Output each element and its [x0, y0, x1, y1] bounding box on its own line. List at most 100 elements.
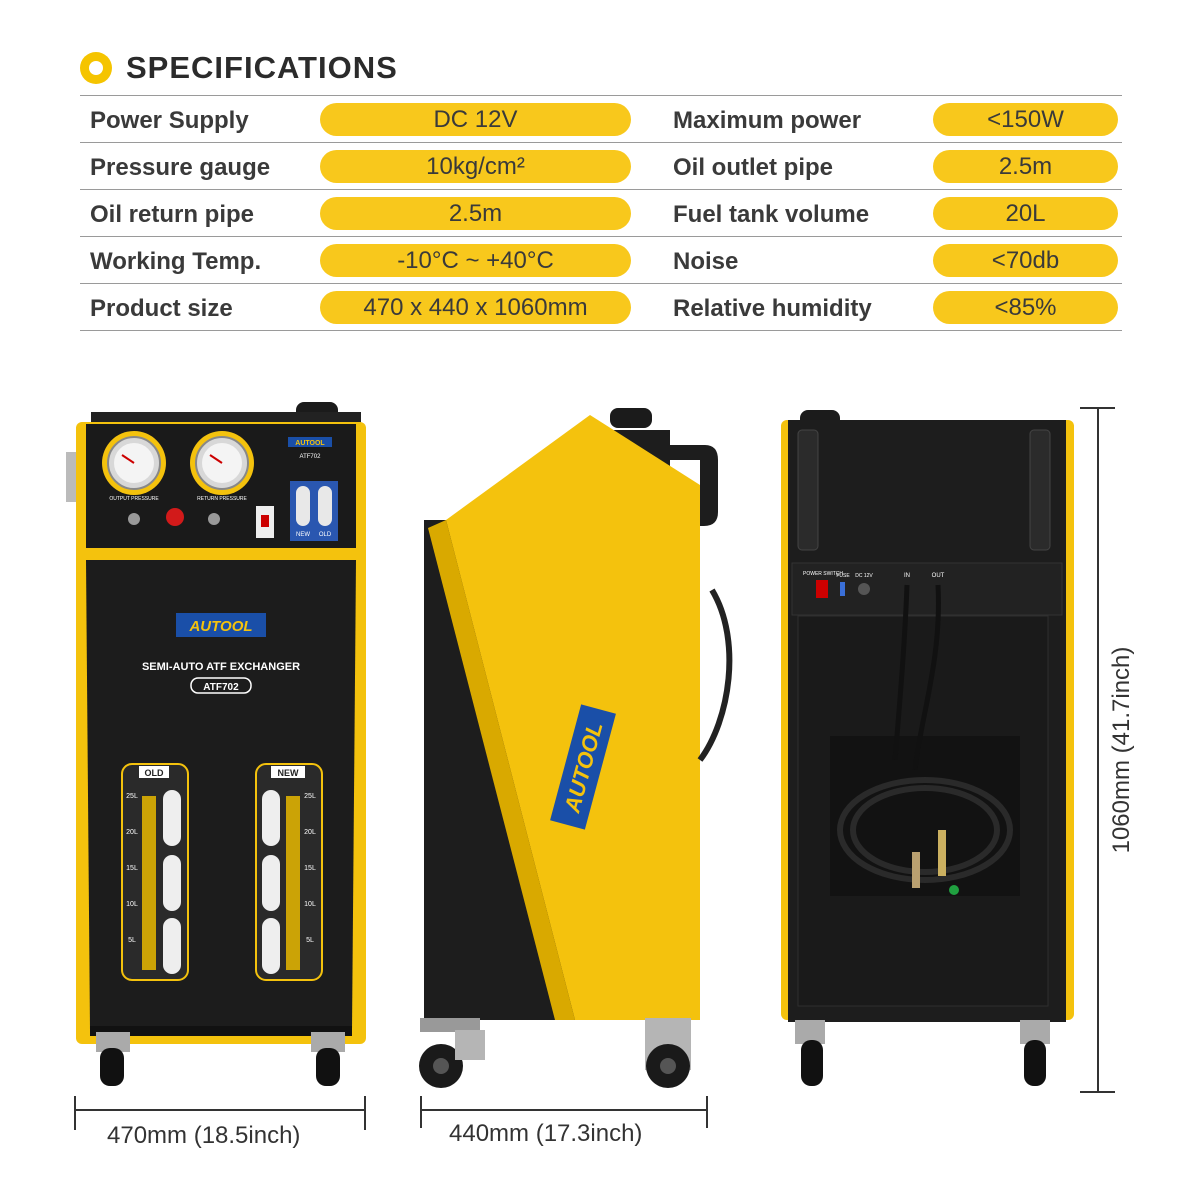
side-brand-badge: AUTOOL	[550, 704, 616, 830]
spec-value: 10kg/cm²	[320, 150, 631, 183]
spec-label: Relative humidity	[673, 295, 872, 322]
spec-row: Product size 470 x 440 x 1060mm Relative…	[80, 284, 1122, 331]
spec-table: Power Supply DC 12V Maximum power <150W …	[80, 95, 1122, 331]
side-wheel-left	[419, 1018, 485, 1088]
left-knob	[128, 513, 140, 525]
width-dimension-label: 470mm (18.5inch)	[107, 1122, 301, 1149]
front-wheel-left	[96, 1032, 130, 1086]
side-yellow-panel	[446, 415, 700, 1020]
spec-label: Working Temp.	[90, 248, 262, 275]
rear-in-label: IN	[904, 573, 910, 579]
front-model-pill	[190, 677, 252, 694]
depth-dimension-label: 440mm (17.3inch)	[449, 1120, 643, 1147]
spec-value: <150W	[933, 103, 1118, 136]
rear-hose-in	[892, 584, 910, 761]
rear-coiled-hose	[837, 777, 1013, 883]
spec-value: -10°C ~ +40°C	[320, 244, 631, 277]
spec-row: Pressure gauge 10kg/cm² Oil outlet pipe …	[80, 143, 1122, 190]
return-pressure-gauge	[190, 431, 254, 495]
spec-row: Power Supply DC 12V Maximum power <150W	[80, 96, 1122, 143]
rear-fuse	[840, 582, 845, 596]
svg-text:15L: 15L	[126, 865, 138, 872]
rear-hose-out	[912, 584, 941, 771]
front-wheel-right	[311, 1032, 345, 1086]
rear-dc-label: DC 12V	[855, 573, 873, 579]
rear-wheel-right	[1020, 1020, 1050, 1086]
side-view: AUTOOL	[419, 408, 733, 1088]
spec-label: Oil return pipe	[90, 201, 255, 228]
svg-text:25L: 25L	[304, 793, 316, 800]
svg-text:10L: 10L	[304, 901, 316, 908]
rear-view: POWER SWITCH FUSE DC 12V IN OUT	[781, 410, 1074, 1086]
svg-text:10L: 10L	[126, 901, 138, 908]
rear-fuse-label: FUSE	[836, 573, 850, 579]
spec-value: <70db	[933, 244, 1118, 277]
panel-model-text: ATF702	[300, 454, 322, 460]
side-yellow-edge	[428, 520, 575, 1020]
rear-power-switch	[816, 580, 828, 598]
svg-text:5L: 5L	[128, 937, 136, 944]
panel-brand-text: AUTOOL	[295, 440, 325, 447]
spec-label: Noise	[673, 248, 739, 275]
spec-label: Maximum power	[673, 107, 862, 134]
front-model-text: ATF702	[203, 682, 239, 693]
width-dimension-line	[74, 1096, 366, 1130]
svg-text:5L: 5L	[306, 937, 314, 944]
side-wheel-right	[645, 1018, 691, 1088]
panel-tube-new	[296, 486, 310, 526]
specifications-header: SPECIFICATIONS	[80, 48, 398, 88]
front-view: OUTPUT PRESSURE RETURN PRESSURE AUTOOL A…	[66, 402, 366, 1086]
height-dimension-line	[1080, 407, 1115, 1093]
side-hose	[697, 588, 733, 762]
depth-dimension-line	[420, 1096, 708, 1128]
new-tank-label: NEW	[278, 768, 300, 778]
spec-row: Oil return pipe 2.5m Fuel tank volume 20…	[80, 190, 1122, 237]
front-top-lip	[91, 412, 361, 424]
spec-row: Working Temp. -10°C ~ +40°C Noise <70db	[80, 237, 1122, 284]
front-brand-text: AUTOOL	[188, 618, 252, 635]
rear-wheel-left	[795, 1020, 825, 1086]
side-filler-cap	[610, 408, 652, 428]
rear-power-label: POWER SWITCH	[803, 571, 843, 577]
panel-tube-old	[318, 486, 332, 526]
panel-old-label: OLD	[319, 532, 332, 538]
spec-value: 20L	[933, 197, 1118, 230]
panel-new-label: NEW	[296, 532, 310, 538]
rear-handle-right	[1029, 429, 1051, 551]
spec-value: 2.5m	[320, 197, 631, 230]
gauge-label-return: RETURN PRESSURE	[197, 496, 247, 502]
spec-label: Power Supply	[90, 107, 249, 134]
svg-text:15L: 15L	[304, 865, 316, 872]
rear-coiled-hose-inner	[850, 785, 1000, 875]
bullet-icon	[80, 52, 112, 84]
front-product-name: SEMI-AUTO ATF EXCHANGER	[142, 661, 300, 673]
rear-out-label: OUT	[932, 573, 945, 579]
side-handle	[668, 445, 718, 526]
svg-text:25L: 25L	[126, 793, 138, 800]
panel-brand-badge	[288, 437, 332, 447]
rear-handle-left	[797, 429, 819, 551]
output-pressure-gauge	[102, 431, 166, 495]
rear-connector-panel	[791, 562, 1063, 616]
rear-dc-socket	[858, 583, 870, 595]
spec-label: Fuel tank volume	[673, 201, 870, 228]
front-base	[90, 1026, 352, 1036]
spec-label: Product size	[90, 295, 233, 322]
right-knob	[208, 513, 220, 525]
new-tank-window: NEW 25L 20L 15L 10L 5L	[255, 763, 323, 981]
spec-value: 2.5m	[933, 150, 1118, 183]
front-brand-badge	[176, 613, 266, 637]
svg-text:20L: 20L	[304, 829, 316, 836]
svg-text:20L: 20L	[126, 829, 138, 836]
height-dimension-label: 1060mm (41.7inch)	[1108, 646, 1135, 854]
rear-valve	[949, 885, 959, 895]
old-tank-window: OLD 25L 20L 15L 10L 5L	[121, 763, 189, 981]
power-switch-rocker	[261, 515, 269, 527]
gauge-label-output: OUTPUT PRESSURE	[109, 496, 159, 502]
specifications-title: SPECIFICATIONS	[126, 50, 398, 85]
spec-value: DC 12V	[320, 103, 631, 136]
spec-value: <85%	[933, 291, 1118, 324]
emergency-stop-button	[166, 508, 184, 526]
front-side-fitting	[66, 452, 76, 502]
